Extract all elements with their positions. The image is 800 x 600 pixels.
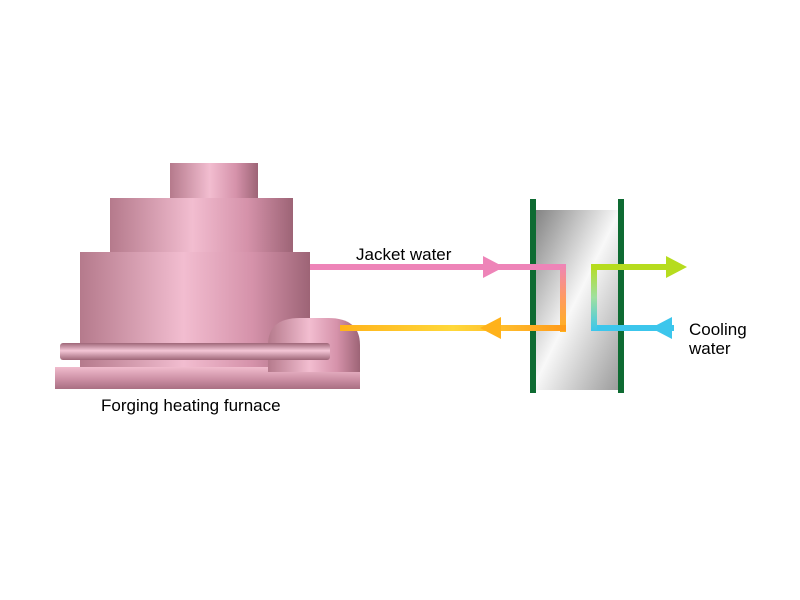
furnace-feed-rod (60, 343, 330, 360)
cooling-water-in-arrow-icon (651, 317, 672, 339)
furnace-base (55, 367, 360, 389)
heat-exchanger-core (532, 210, 620, 390)
jacket-water-label: Jacket water (356, 245, 452, 264)
jacket-water-out-arrow-icon (483, 256, 504, 278)
jacket-water-loop (310, 256, 566, 339)
heat-exchanger (530, 199, 624, 393)
cooling-water-inlet-pipe (594, 325, 674, 331)
heat-exchanger-left-plate (530, 199, 536, 393)
furnace-label: Forging heating furnace (101, 396, 281, 415)
cooling-water-loop (591, 256, 687, 339)
jacket-water-supply-pipe (310, 264, 563, 270)
jacket-water-return-arrow-icon (480, 317, 501, 339)
cooling-water-label-line1: Cooling (689, 320, 747, 339)
forging-heating-furnace (55, 163, 360, 389)
heat-exchanger-right-plate (618, 199, 624, 393)
jacket-water-return-pipe (340, 325, 566, 331)
furnace-top-tier (110, 198, 293, 256)
cooling-water-out-arrow-icon (666, 256, 687, 278)
cooling-water-outlet-pipe (591, 264, 669, 270)
cooling-water-rise-pipe (591, 264, 597, 331)
jacket-water-drop-pipe (560, 264, 566, 332)
furnace-chimney (170, 163, 258, 203)
cooling-water-label-line2: water (688, 339, 731, 358)
